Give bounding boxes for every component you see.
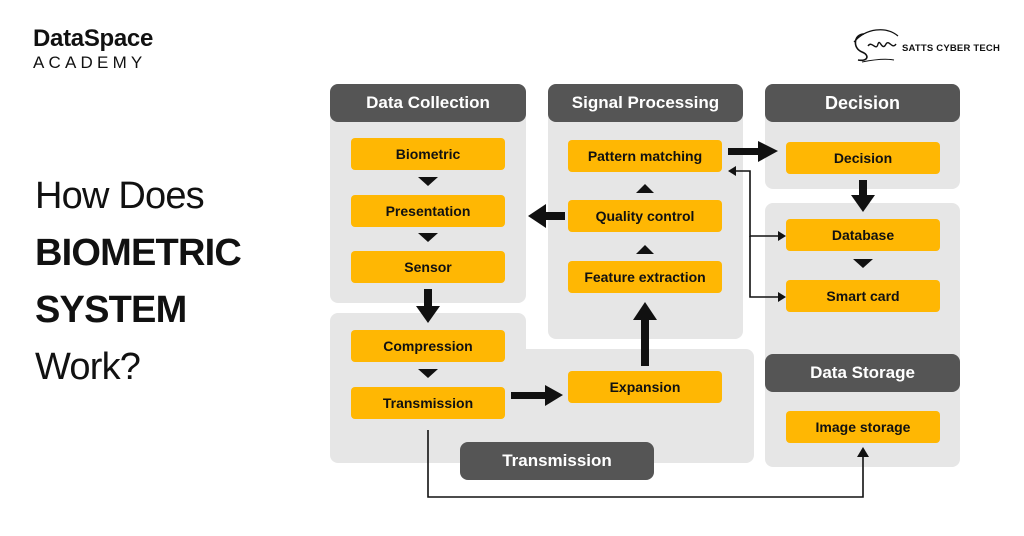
node-smart-card: Smart card xyxy=(786,280,940,312)
logo-subtitle: ACADEMY xyxy=(33,53,147,72)
signature-logo-icon xyxy=(853,29,899,63)
node-biometric: Biometric xyxy=(351,138,505,170)
logo-wordmark: DataSpace xyxy=(33,25,154,52)
data-collection-header: Data Collection xyxy=(330,84,526,122)
arrow-decision-to-database xyxy=(851,180,875,212)
arrow-pattern-to-decision xyxy=(728,141,778,162)
node-feature-extraction: Feature extraction xyxy=(568,261,722,293)
node-sensor: Sensor xyxy=(351,251,505,283)
headline-line-1: How Does xyxy=(35,175,205,217)
partner-name: SATTS CYBER TECH xyxy=(902,43,1001,54)
node-image-storage: Image storage xyxy=(786,411,940,443)
node-pattern-matching: Pattern matching xyxy=(568,140,722,172)
node-decision: Decision xyxy=(786,142,940,174)
node-database: Database xyxy=(786,219,940,251)
satts-cyber-tech-logo: SATTS CYBER TECH xyxy=(848,22,1008,72)
node-transmission: Transmission xyxy=(351,387,505,419)
signal-processing-header: Signal Processing xyxy=(548,84,743,122)
arrow-biometric-to-presentation xyxy=(418,177,438,186)
arrowhead-to-pattern-matching xyxy=(728,166,736,176)
arrow-presentation-to-sensor xyxy=(418,233,438,242)
node-compression: Compression xyxy=(351,330,505,362)
headline-line-2: BIOMETRIC xyxy=(35,232,242,274)
decision-header: Decision xyxy=(765,84,960,122)
headline-line-3: SYSTEM xyxy=(35,289,187,331)
arrow-expansion-to-feature-extraction xyxy=(633,302,657,366)
connector-pattern-to-storage xyxy=(730,170,784,298)
headline: How Does BIOMETRIC SYSTEM Work? xyxy=(35,168,242,396)
arrow-quality-to-pattern xyxy=(636,184,654,193)
node-quality-control: Quality control xyxy=(568,200,722,232)
transmission-header: Transmission xyxy=(460,442,654,480)
arrow-database-to-smartcard xyxy=(853,259,873,268)
arrowhead-to-smart-card xyxy=(778,292,786,302)
dataspace-academy-logo: DataSpace ACADEMY xyxy=(33,25,154,72)
arrowhead-to-image-storage xyxy=(857,447,869,457)
node-presentation: Presentation xyxy=(351,195,505,227)
arrow-sensor-to-compression xyxy=(416,289,440,323)
node-expansion: Expansion xyxy=(568,371,722,403)
arrow-feature-to-quality xyxy=(636,245,654,254)
arrow-transmission-to-expansion xyxy=(511,385,563,406)
arrow-compression-to-transmission xyxy=(418,369,438,378)
arrowhead-to-database xyxy=(778,231,786,241)
connector-transmission-to-image-storage xyxy=(427,430,864,498)
arrow-quality-to-presentation xyxy=(528,204,565,228)
headline-line-4: Work? xyxy=(35,346,141,388)
data-storage-header: Data Storage xyxy=(765,354,960,392)
